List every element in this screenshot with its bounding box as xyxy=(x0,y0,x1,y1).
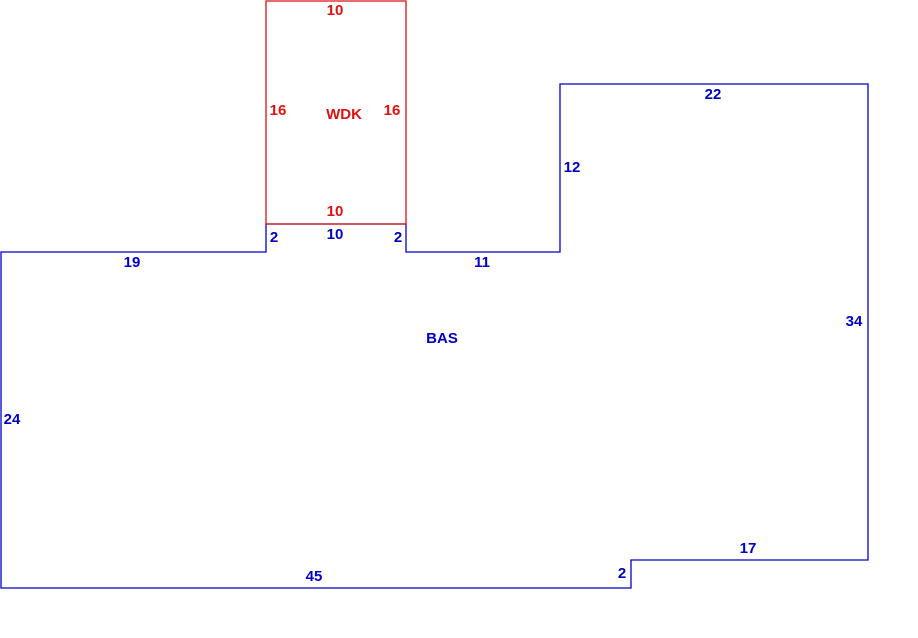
bas-dim-left: 24 xyxy=(4,411,21,428)
bas-dim-top-right: 22 xyxy=(705,86,722,103)
bas-area-label: BAS xyxy=(426,330,458,347)
wdk-dim-top: 10 xyxy=(327,2,344,19)
bas-dim-step-up: 12 xyxy=(564,159,581,176)
bas-dim-right: 34 xyxy=(846,313,863,330)
bas-dim-top-middle: 11 xyxy=(474,254,490,271)
wdk-outline xyxy=(265,0,407,225)
bas-dim-notch-right: 2 xyxy=(394,229,402,246)
wdk-dim-bottom: 10 xyxy=(327,203,344,220)
bas-dim-notch-left: 2 xyxy=(270,229,278,246)
wdk-area-label: WDK xyxy=(326,106,362,123)
bas-dim-bottom-right: 17 xyxy=(740,540,757,557)
wdk-dim-left: 16 xyxy=(270,102,287,119)
bas-dim-bottom: 45 xyxy=(306,568,323,585)
bas-dim-step-down: 2 xyxy=(618,565,626,582)
bas-dim-top-left: 19 xyxy=(124,254,141,271)
bas-dim-notch-top: 10 xyxy=(327,226,344,243)
wdk-dim-right: 16 xyxy=(384,102,401,119)
